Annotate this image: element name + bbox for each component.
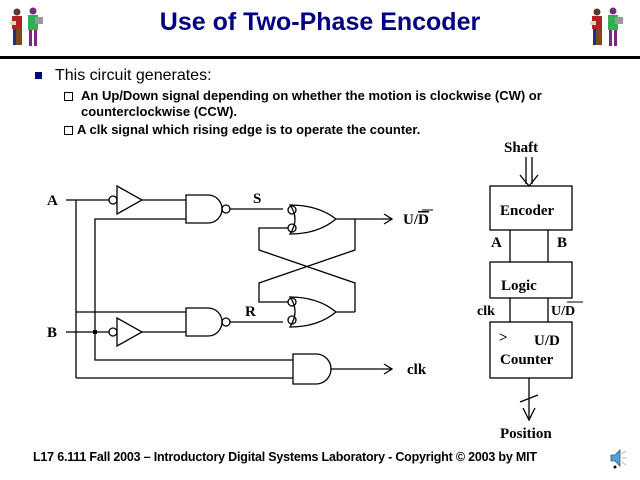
sub-bullet-2-text: A clk signal which rising edge is to ope…	[77, 122, 421, 137]
label-output-u: U/	[403, 212, 419, 228]
nand-r-bubble	[221, 317, 231, 327]
inverter-top	[116, 184, 144, 216]
hollow-square-bullet-icon	[64, 92, 73, 101]
bullet-square-icon	[35, 72, 42, 79]
label-input-b: B	[47, 325, 57, 341]
label-s: S	[253, 191, 261, 207]
label-signal-ud: U/D	[551, 304, 575, 319]
feedback-bottom	[258, 219, 356, 303]
wire-b-vertical	[94, 218, 293, 361]
label-signal-clk: clk	[477, 304, 495, 319]
mit-scribes-logo-right	[590, 7, 623, 46]
or-gate-top	[288, 204, 338, 235]
junction-dot	[93, 330, 97, 334]
mit-scribes-logo-left	[10, 7, 43, 46]
nand-gate-r	[185, 307, 223, 337]
counter-block	[489, 321, 573, 379]
encoder-block	[489, 185, 573, 231]
encoder-label: Encoder	[500, 203, 555, 219]
sub-bullet-2: A clk signal which rising edge is to ope…	[64, 122, 640, 138]
counter-label: Counter	[500, 352, 554, 368]
title-divider	[0, 56, 640, 59]
hollow-square-bullet-icon	[64, 126, 73, 135]
and-gate-clk	[292, 353, 332, 385]
sub-bullet-1-text: An Up/Down signal depending on whether t…	[81, 88, 542, 119]
label-input-a: A	[47, 193, 58, 209]
label-output-ud: U/D	[403, 212, 429, 228]
counter-ud-label: U/D	[534, 333, 560, 349]
counter-clk-mark: >	[499, 330, 508, 346]
label-output-d-bar: D	[418, 212, 429, 228]
sub-bullet-1: An Up/Down signal depending on whether t…	[64, 88, 640, 122]
inverter-bottom-bubble	[108, 327, 118, 337]
mit-scribes-icon	[590, 7, 623, 46]
logic-label: Logic	[501, 278, 537, 294]
mit-scribes-icon	[10, 7, 43, 46]
label-shaft: Shaft	[504, 140, 538, 156]
shaft-arrow	[519, 174, 539, 188]
nand-gate-s	[185, 194, 223, 224]
label-output-clk: clk	[407, 362, 427, 378]
position-arrow	[522, 407, 536, 422]
main-bullet-text: This circuit generates:	[55, 67, 212, 84]
slide-title: Use of Two-Phase Encoder	[159, 8, 481, 36]
feedback-top	[258, 227, 356, 312]
bus-slash	[519, 394, 539, 403]
or-gate-bottom	[288, 296, 338, 328]
inverter-top-bubble	[108, 195, 118, 205]
nand-s-bubble	[221, 204, 231, 214]
footer-text: L17 6.111 Fall 2003 – Introductory Digit…	[33, 450, 537, 464]
speaker-icon[interactable]	[608, 446, 628, 470]
logic-block	[489, 261, 573, 299]
label-signal-b: B	[557, 235, 567, 251]
label-position: Position	[500, 426, 552, 442]
inverter-bottom	[116, 316, 144, 348]
label-signal-a: A	[491, 235, 502, 251]
label-r: R	[245, 304, 256, 320]
